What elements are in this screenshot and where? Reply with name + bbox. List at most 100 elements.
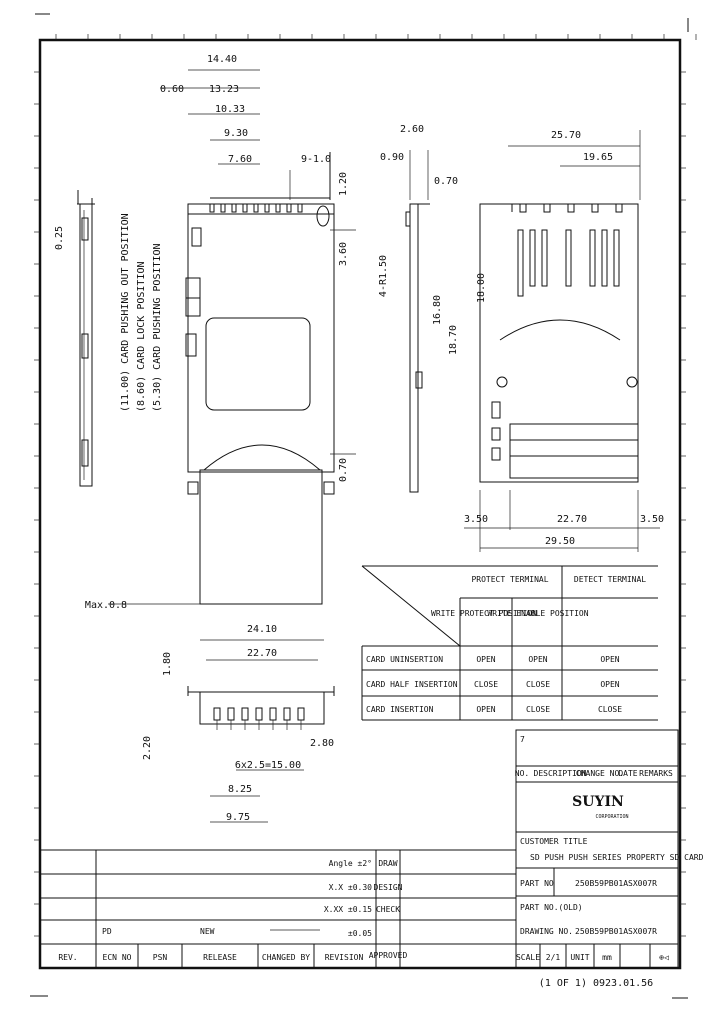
- drawing-no-value: 250B59PB01ASX007R: [575, 927, 657, 936]
- drawing-no-label: DRAWING NO.: [520, 927, 573, 936]
- terminal-cell: CLOSE: [526, 680, 550, 689]
- dim-2-60: 2.60: [400, 124, 424, 135]
- dim-18-00: 18.00: [476, 273, 487, 303]
- tolerance-row: Angle ±2°: [329, 859, 372, 868]
- dim-max-0-8: Max.0.8: [85, 600, 127, 611]
- dim-10-33: 10.33: [215, 104, 245, 115]
- rear-view: 25.70 19.65 18.00 16.80 18.70 3.50 22.70…: [432, 130, 664, 552]
- terminal-cell: OPEN: [476, 705, 495, 714]
- scale-label: SCALE: [516, 953, 540, 962]
- svg-text:7: 7: [520, 735, 525, 744]
- card-pushing-out-position: (11.00) CARD PUSHING OUT POSITION: [120, 213, 131, 412]
- approval-label: DESIGN: [374, 883, 403, 892]
- dim-3-50-left: 3.50: [464, 514, 488, 525]
- terminal-cell: CLOSE: [474, 680, 498, 689]
- tolerance-row: ±0.05: [348, 929, 372, 938]
- subcol-write-enable: WRITE ENABLE POSITION: [487, 609, 588, 618]
- dim-29-50: 29.50: [545, 536, 575, 547]
- top-dimensions: 14.40 0.60 13.23 10.33 9.30 7.60 9-1.0 1…: [85, 54, 356, 611]
- dim-3-50-right: 3.50: [640, 514, 664, 525]
- terminal-row-label: CARD INSERTION: [366, 705, 434, 714]
- dim-3-60: 3.60: [338, 242, 349, 266]
- revision-header-cell: REMARKS: [639, 769, 673, 778]
- company-logo: SUYIN CORPORATION: [515, 781, 679, 833]
- approval-label: CHECK: [376, 905, 400, 914]
- bottom-row-cell: PSN: [153, 953, 168, 962]
- dim-22-70-front: 22.70: [247, 648, 277, 659]
- dim-0-70-left: 0.70: [338, 458, 349, 482]
- subcol-write-protect: WRITE PROTECT POSITION: [431, 609, 537, 618]
- dim-18-70: 18.70: [448, 325, 459, 355]
- part-no-value: 250B59PB01ASX007R: [575, 879, 657, 888]
- sheet-reference: (1 OF 1) 0923.01.56: [539, 978, 653, 989]
- dim-14-40: 14.40: [207, 54, 237, 65]
- terminal-cell: CLOSE: [526, 705, 550, 714]
- front-view: 24.10 22.70 1.80 2.20 2.80 6x2.5=15.00 8…: [142, 624, 335, 823]
- revision-header-cell: NO.: [515, 769, 529, 778]
- dim-4-r1-50: 4-R1.50: [378, 255, 389, 297]
- dim-9-1-0: 9-1.0: [301, 154, 331, 165]
- col-detect-terminal: DETECT TERMINAL: [574, 575, 646, 584]
- approval-label: APPROVED: [369, 951, 408, 960]
- terminal-cell: CLOSE: [598, 705, 622, 714]
- scale-value: 2/1: [546, 953, 561, 962]
- side-profile-view: 0.25: [54, 190, 95, 487]
- bottom-row-cell: CHANGED BY: [262, 953, 310, 962]
- card-pushing-position: (5.30) CARD PUSHING POSITION: [152, 243, 163, 412]
- dim-24-10: 24.10: [247, 624, 277, 635]
- terminal-cell: OPEN: [600, 655, 619, 664]
- corner-marks: [30, 13, 689, 999]
- dim-side-profile: 0.25: [54, 226, 65, 250]
- tolerance-row: X.X ±0.30: [329, 883, 373, 892]
- svg-text:PART NO.(OLD): PART NO.(OLD): [520, 903, 583, 912]
- top-view: [185, 152, 335, 605]
- dim-0-60: 0.60: [160, 84, 184, 95]
- tolerance-table: Angle ±2° X.X ±0.30X.XX ±0.15 ±0.05 DRAW DE…: [39, 849, 517, 969]
- dim-25-70: 25.70: [551, 130, 581, 141]
- border-ruler: [34, 34, 697, 937]
- dim-19-65: 19.65: [583, 152, 613, 163]
- part-no-label: PART NO: [520, 879, 554, 888]
- title-block: CUSTOMER TITLE SD PUSH PUSH SERIES PROPE…: [515, 831, 704, 969]
- logo-sub: CORPORATION: [595, 814, 628, 820]
- terminal-row-label: CARD HALF INSERTION: [366, 680, 458, 689]
- dim-1-80: 1.80: [162, 652, 173, 676]
- terminal-cell: OPEN: [476, 655, 495, 664]
- customer-title-label: CUSTOMER TITLE: [520, 837, 588, 846]
- terminal-cell: OPEN: [600, 680, 619, 689]
- tolerance-row: X.XX ±0.15: [324, 905, 372, 914]
- dim-22-70: 22.70: [557, 514, 587, 525]
- approval-label: DRAW: [378, 859, 397, 868]
- dim-2-20: 2.20: [142, 736, 153, 760]
- svg-text:⊕◁: ⊕◁: [659, 953, 669, 962]
- dim-0-90: 0.90: [380, 152, 404, 163]
- revision-header-cell: DESCRIPTION: [534, 769, 587, 778]
- revision-header-cell: DATE: [618, 769, 637, 778]
- dim-2-80: 2.80: [310, 738, 334, 749]
- dim-9-75: 9.75: [226, 812, 250, 823]
- bottom-row-cell: RELEASE: [203, 953, 237, 962]
- dim-0-70: 0.70: [434, 176, 458, 187]
- sheet-border: [38, 38, 682, 970]
- col-protect-terminal: PROTECT TERMINAL: [471, 575, 548, 584]
- bottom-row-cell: REV.: [58, 953, 77, 962]
- dim-16-80: 16.80: [432, 295, 443, 325]
- dim-1-20: 1.20: [338, 172, 349, 196]
- logo-brand: SUYIN: [572, 794, 624, 810]
- card-lock-position: (8.60) CARD LOCK POSITION: [136, 261, 147, 412]
- terminal-state-table: PROTECT TERMINAL DETECT TERMINAL WRITE P…: [361, 565, 658, 721]
- dim-9-30: 9.30: [224, 128, 248, 139]
- thin-side-view: 2.60 0.90 0.70 4-R1.50: [378, 124, 458, 493]
- dim-6x2-5: 6x2.5=15.00: [235, 760, 301, 771]
- dim-13-23: 13.23: [209, 84, 239, 95]
- unit-value: mm: [602, 953, 612, 962]
- part-title: SD PUSH PUSH SERIES PROPERTY SD CARD: [530, 853, 704, 862]
- dim-7-60: 7.60: [228, 154, 252, 165]
- dim-8-25: 8.25: [228, 784, 252, 795]
- revision-header-cell: CHANGE NO.: [576, 769, 624, 778]
- terminal-cell: OPEN: [528, 655, 547, 664]
- pd-label: PD: [102, 927, 112, 936]
- card-position-labels: (11.00) CARD PUSHING OUT POSITION (8.60)…: [120, 213, 163, 412]
